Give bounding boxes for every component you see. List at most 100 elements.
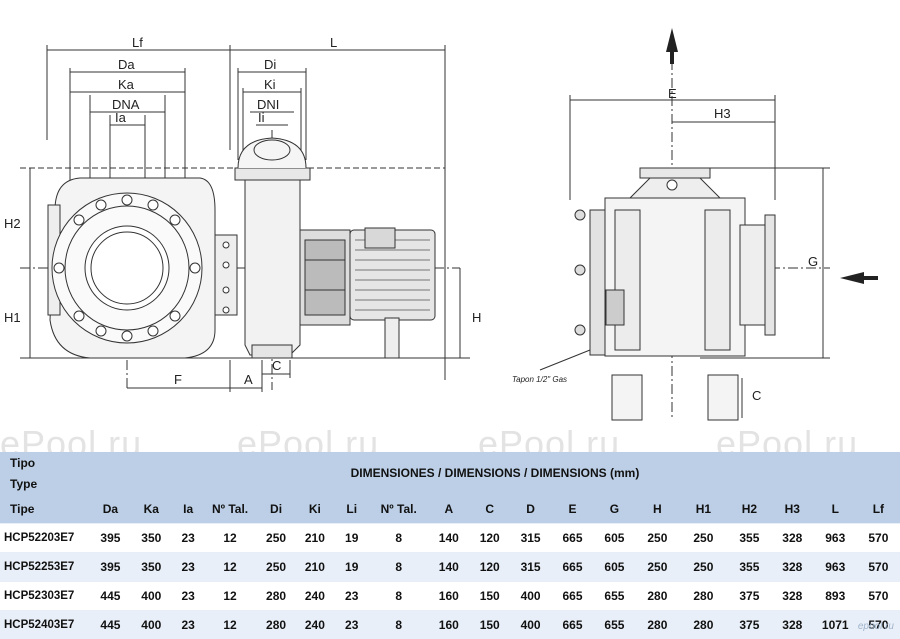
svg-text:F: F [174,372,182,387]
column-header: Da [90,494,131,524]
svg-text:H3: H3 [714,106,731,121]
svg-text:H2: H2 [4,216,21,231]
svg-text:Lf: Lf [132,35,143,50]
table-cell: 160 [427,582,470,611]
pump-dimension-drawing: Lf L Da Ka DNA Ia Di Ki DNI Ii H2 H1 H F… [0,0,900,452]
column-header: Nº Tal. [370,494,427,524]
svg-text:L: L [330,35,337,50]
svg-text:Tapon 1/2" Gas: Tapon 1/2" Gas [512,375,567,384]
column-header: Ka [131,494,172,524]
table-cell: 355 [728,524,771,553]
table-cell: 250 [679,553,728,582]
table-cell: 240 [297,582,334,611]
svg-text:H1: H1 [4,310,21,325]
table-cell: 570 [857,582,900,611]
table-cell: 8 [370,582,427,611]
header-type: Type [0,473,90,494]
table-cell: 12 [204,524,255,553]
table-cell: 140 [427,553,470,582]
table-cell: 605 [593,524,636,553]
svg-text:C: C [272,358,281,373]
column-header: L [814,494,857,524]
table-cell: 150 [470,582,509,611]
model-cell: HCP52253E7 [0,553,90,582]
table-cell: 400 [131,582,172,611]
svg-text:H: H [472,310,481,325]
svg-text:Di: Di [264,57,276,72]
table-cell: 210 [297,553,334,582]
table-cell: 23 [172,524,205,553]
table-title: DIMENSIONES / DIMENSIONS / DIMENSIONS (m… [90,452,900,494]
table-cell: 893 [814,582,857,611]
table-cell: 328 [771,524,814,553]
column-header: H2 [728,494,771,524]
table-cell: 315 [509,524,552,553]
table-cell: 19 [333,553,370,582]
table-cell: 395 [90,524,131,553]
table-cell: 250 [636,553,679,582]
table-cell: 250 [256,524,297,553]
header-tipo: Tipo [0,452,90,473]
column-header: Li [333,494,370,524]
svg-text:Ki: Ki [264,77,276,92]
table-cell: 570 [857,524,900,553]
svg-text:G: G [808,254,818,269]
table-cell: 963 [814,553,857,582]
table-cell: 280 [256,582,297,611]
column-header: H3 [771,494,814,524]
svg-text:Ka: Ka [118,77,135,92]
table-cell: 120 [470,553,509,582]
table-cell: 665 [552,553,593,582]
table-cell: 140 [427,524,470,553]
column-header: E [552,494,593,524]
column-header: Ki [297,494,334,524]
table-cell: 395 [90,553,131,582]
table-cell: 280 [636,582,679,611]
table-cell: 375 [728,582,771,611]
table-cell: 350 [131,524,172,553]
table-cell: 250 [636,524,679,553]
table-cell: 315 [509,553,552,582]
table-cell: 8 [370,524,427,553]
table-cell: 655 [593,582,636,611]
table-cell: 23 [333,582,370,611]
column-header: Lf [857,494,900,524]
table-cell: 12 [204,582,255,611]
table-cell: 665 [552,582,593,611]
svg-text:Ia: Ia [115,110,127,125]
column-header: D [509,494,552,524]
column-header: Nº Tal. [204,494,255,524]
table-cell: 250 [256,553,297,582]
table-cell: 963 [814,524,857,553]
table-cell: 8 [370,553,427,582]
svg-text:C: C [752,388,761,403]
table-cell: 210 [297,524,334,553]
table-cell: 445 [90,582,131,611]
table-cell: 605 [593,553,636,582]
table-cell: 665 [552,524,593,553]
column-header: H1 [679,494,728,524]
table-cell: 570 [857,553,900,582]
table-cell: 328 [771,553,814,582]
column-header: C [470,494,509,524]
table-cell: 280 [679,582,728,611]
column-header: Di [256,494,297,524]
table-cell: 328 [771,582,814,611]
model-cell: HCP52303E7 [0,582,90,611]
column-header: Ia [172,494,205,524]
table-cell: 12 [204,553,255,582]
svg-text:A: A [244,372,253,387]
table-cell: 19 [333,524,370,553]
dimensions-table: Tipo DIMENSIONES / DIMENSIONS / DIMENSIO… [0,452,900,639]
column-header: H [636,494,679,524]
table-cell: 400 [509,582,552,611]
corner-watermark: epool.ru [858,621,894,632]
header-tipe: Tipe [0,494,90,524]
table-cell: 23 [172,582,205,611]
model-cell: HCP52203E7 [0,524,90,553]
svg-text:Ii: Ii [258,110,265,125]
